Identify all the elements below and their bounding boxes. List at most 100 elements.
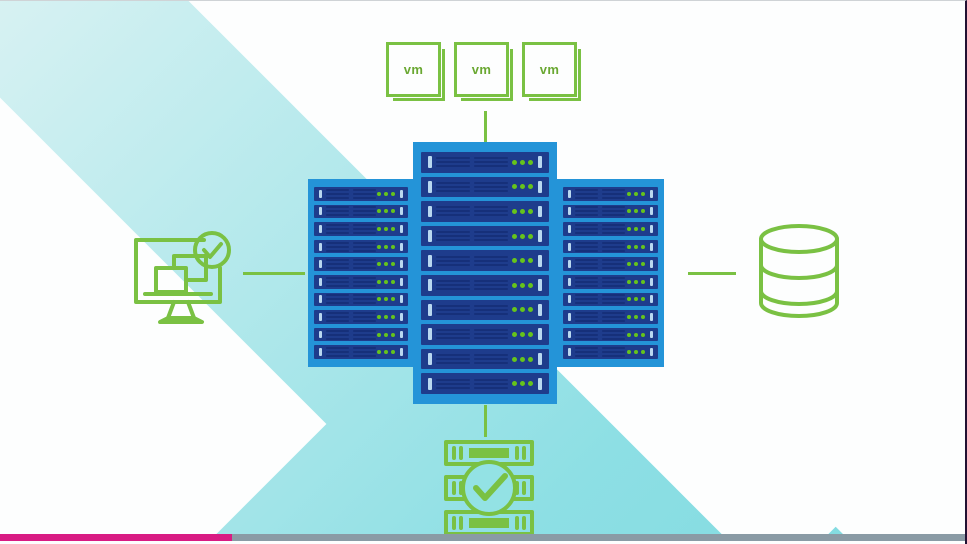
server-unit-slot (602, 259, 625, 270)
server-unit-handle-left (428, 377, 432, 390)
server-unit[interactable] (314, 345, 408, 359)
server-unit-handle-right (538, 254, 542, 267)
server-unit-handle-right (400, 260, 403, 269)
server-unit-handle-right (400, 313, 403, 321)
server-unit-leds (512, 331, 533, 337)
server-unit-handle-right (400, 330, 403, 339)
server-unit-slots (575, 276, 625, 287)
server-rack-right[interactable] (557, 179, 664, 367)
server-unit[interactable] (563, 274, 658, 289)
server-unit[interactable] (563, 257, 658, 271)
server-unit[interactable] (421, 176, 549, 198)
server-unit-leds (512, 356, 533, 362)
server-unit-slot (326, 223, 349, 234)
server-unit[interactable] (563, 222, 658, 236)
vm-box-1[interactable]: vm (386, 42, 445, 101)
server-unit-handle-left (319, 348, 322, 357)
server-unit-slots (575, 347, 625, 358)
server-unit-handle-left (428, 254, 432, 267)
server-unit-slot (602, 311, 625, 322)
connector-rack-to-database (688, 272, 736, 275)
server-unit-slots (436, 280, 508, 291)
server-unit-slot (326, 347, 349, 358)
server-unit[interactable] (314, 274, 408, 289)
server-unit-slot (436, 329, 470, 340)
server-unit-slot (575, 329, 598, 340)
server-unit-slot (474, 181, 508, 192)
server-unit-slot (474, 231, 508, 242)
server-unit[interactable] (421, 274, 549, 296)
check-circle-outline (461, 460, 517, 516)
database-cylinder-icon[interactable] (755, 222, 843, 320)
server-unit-handle-right (538, 377, 542, 390)
server-unit[interactable] (421, 348, 549, 370)
server-check-icon[interactable] (437, 438, 541, 538)
server-unit[interactable] (314, 310, 408, 324)
playback-progress-bar[interactable] (0, 534, 965, 541)
server-unit-slots (326, 294, 376, 305)
server-unit[interactable] (314, 327, 408, 342)
server-unit-slot (326, 188, 349, 199)
server-unit-leds (377, 332, 395, 337)
server-unit-handle-left (428, 328, 432, 341)
server-unit-handle-right (650, 277, 653, 286)
server-unit-slot (353, 294, 376, 305)
check-badge-circle (193, 231, 231, 269)
server-unit-leds (512, 233, 533, 239)
server-unit[interactable] (421, 299, 549, 321)
server-unit-slot (326, 241, 349, 252)
server-unit[interactable] (314, 187, 408, 201)
server-unit[interactable] (563, 345, 658, 359)
server-unit[interactable] (421, 373, 549, 394)
server-unit-leds (512, 381, 533, 387)
server-unit-handle-right (400, 277, 403, 286)
server-unit[interactable] (563, 204, 658, 219)
server-unit-handle-left (428, 353, 432, 366)
monitor-check-icon[interactable] (128, 228, 232, 332)
server-unit[interactable] (563, 239, 658, 254)
server-unit-slot (575, 311, 598, 322)
server-unit[interactable] (314, 257, 408, 271)
server-unit[interactable] (563, 292, 658, 307)
server-unit-handle-left (568, 277, 571, 286)
server-unit[interactable] (314, 204, 408, 219)
server-unit[interactable] (314, 222, 408, 236)
server-unit[interactable] (314, 292, 408, 307)
server-unit[interactable] (421, 201, 549, 222)
server-unit-slot (436, 206, 470, 217)
server-unit-handle-left (568, 313, 571, 321)
database-tier-3 (759, 289, 839, 318)
server-unit-leds (512, 159, 533, 165)
server-rack-center[interactable] (413, 142, 557, 404)
check-mark (473, 473, 508, 501)
server-unit-handle-left (428, 205, 432, 218)
server-unit[interactable] (421, 225, 549, 247)
server-unit-handle-left (568, 207, 571, 216)
server-unit[interactable] (563, 187, 658, 201)
server-unit[interactable] (421, 250, 549, 271)
server-unit[interactable] (563, 310, 658, 324)
server-unit-handle-left (568, 225, 571, 233)
vm-group: vm vm vm (386, 42, 581, 101)
server-unit-slot (353, 223, 376, 234)
server-unit-slot (602, 206, 625, 217)
monitor-frame (134, 238, 222, 304)
server-unit-leds (377, 279, 395, 284)
vm-box-3[interactable]: vm (522, 42, 581, 101)
server-unit-leds (627, 297, 645, 302)
connector-rack-to-server-check (484, 405, 487, 437)
server-unit-slots (575, 259, 625, 270)
server-unit-slot (575, 206, 598, 217)
server-unit-slots (326, 259, 376, 270)
server-unit-slot (436, 378, 470, 389)
server-unit[interactable] (421, 324, 549, 345)
server-unit[interactable] (314, 239, 408, 254)
server-unit[interactable] (421, 152, 549, 173)
server-unit-handle-right (650, 207, 653, 216)
server-unit[interactable] (563, 327, 658, 342)
server-unit-handle-left (568, 348, 571, 357)
server-rack-left[interactable] (308, 179, 414, 367)
server-unit-handle-right (538, 328, 542, 341)
server-led-strip-top (469, 448, 509, 458)
vm-box-2[interactable]: vm (454, 42, 513, 101)
